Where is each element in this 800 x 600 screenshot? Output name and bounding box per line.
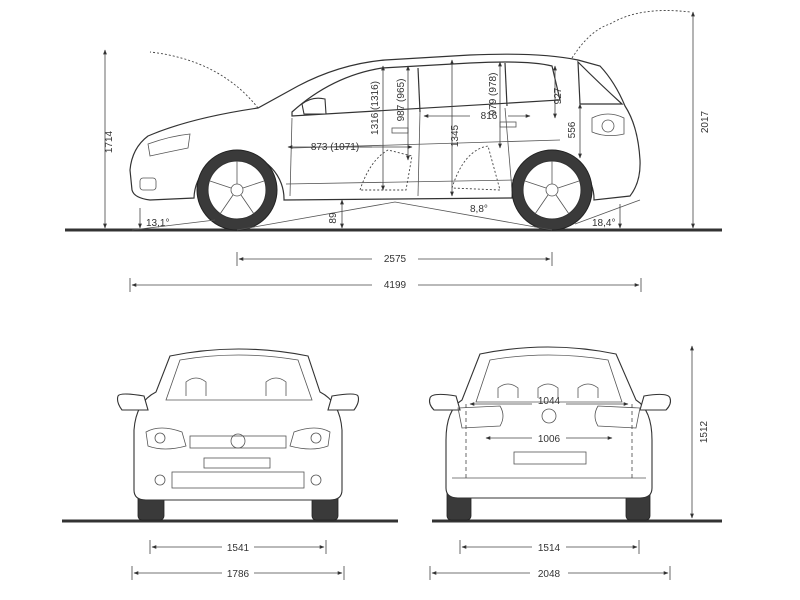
side-taillight-lamp xyxy=(601,119,615,133)
rear-quarter-line xyxy=(504,107,513,191)
label-departure-angle: 18,4° xyxy=(592,218,615,229)
label-interior-width-lower: 1006 xyxy=(538,434,561,445)
rear-right-mirror xyxy=(639,393,672,411)
side-window-cpillar xyxy=(504,62,508,107)
label-overall-width: 1786 xyxy=(227,569,250,580)
rear-door-line xyxy=(417,111,421,197)
label-ground-clearance: 89 xyxy=(328,212,339,224)
front-windshield xyxy=(165,354,313,401)
ramp-angle-line xyxy=(236,201,553,231)
label-interior-height: 1345 xyxy=(450,124,461,147)
side-sill-line xyxy=(285,179,516,185)
side-mirror xyxy=(301,97,327,115)
approach-angle-line xyxy=(131,219,216,231)
side-view: 1714 2017 1316 (1316) 987 (965) 1345 979… xyxy=(65,10,722,292)
rear-right-taillight xyxy=(594,405,641,429)
rear-left-taillight xyxy=(457,405,504,429)
label-wheelbase: 2575 xyxy=(384,254,407,265)
departure-angle-line xyxy=(574,199,641,225)
front-view: 1541 1786 xyxy=(62,348,398,580)
rear-view: 1044 1006 1512 1514 2048 xyxy=(428,345,722,580)
front-plate xyxy=(203,457,271,469)
label-headroom-rear: 979 (978) xyxy=(488,73,499,116)
front-wheel-side xyxy=(196,149,278,231)
front-right-mirror xyxy=(327,393,360,411)
label-legroom-front: 873 (1071) xyxy=(311,142,359,153)
tailgate-open-arc xyxy=(571,10,691,59)
label-track-front: 1541 xyxy=(227,543,250,554)
rear-door-handle xyxy=(499,121,517,128)
label-boot-sill: 556 xyxy=(567,121,578,138)
label-rear-height: 1512 xyxy=(699,420,710,443)
rear-badge-icon xyxy=(541,408,557,424)
side-fog-light xyxy=(139,177,157,191)
front-left-fog-light xyxy=(154,474,166,486)
front-left-headlight-lamp xyxy=(154,432,166,444)
label-ramp-angle: 8,8° xyxy=(470,204,488,215)
front-left-mirror xyxy=(116,393,149,411)
label-interior-width-upper: 1044 xyxy=(538,396,561,407)
front-badge-icon xyxy=(230,433,246,449)
front-left-headlight xyxy=(145,427,187,450)
front-right-fog-light xyxy=(310,474,322,486)
side-window-bpillar xyxy=(417,67,421,113)
label-width-with-mirrors: 2048 xyxy=(538,569,561,580)
side-taillight xyxy=(591,113,625,136)
front-door-handle xyxy=(391,127,409,134)
front-right-headlight-lamp xyxy=(310,432,322,444)
label-headroom-front: 1316 (1316) xyxy=(370,81,381,135)
side-window-frame xyxy=(291,61,561,117)
label-boot-height: 927 xyxy=(553,87,564,104)
front-body-outline xyxy=(133,348,343,501)
rear-body-outline xyxy=(445,346,653,499)
hood-open-arc xyxy=(149,51,259,109)
label-headroom-front-seat: 987 (965) xyxy=(396,79,407,122)
rear-plate xyxy=(513,451,587,465)
rear-window xyxy=(475,354,623,403)
rear-seat-headrests xyxy=(497,383,599,398)
rear-left-mirror xyxy=(428,393,461,411)
label-height-tailgate-open: 2017 xyxy=(700,110,711,133)
label-overall-length: 4199 xyxy=(384,280,407,291)
side-headlight xyxy=(147,133,191,157)
side-rear-window xyxy=(577,60,624,105)
front-seat-headrests xyxy=(185,377,287,396)
label-legroom-rear: 816 xyxy=(481,111,498,122)
front-door-line xyxy=(289,117,293,197)
label-approach-angle: 13,1° xyxy=(146,218,169,229)
rear-wheel-side xyxy=(511,149,593,231)
label-track-rear: 1514 xyxy=(538,543,561,554)
front-seat-outline xyxy=(359,149,413,191)
front-lower-grille xyxy=(171,471,305,489)
rear-seat-outline xyxy=(451,145,501,191)
front-right-headlight xyxy=(289,427,331,450)
label-overall-height: 1714 xyxy=(104,130,115,153)
